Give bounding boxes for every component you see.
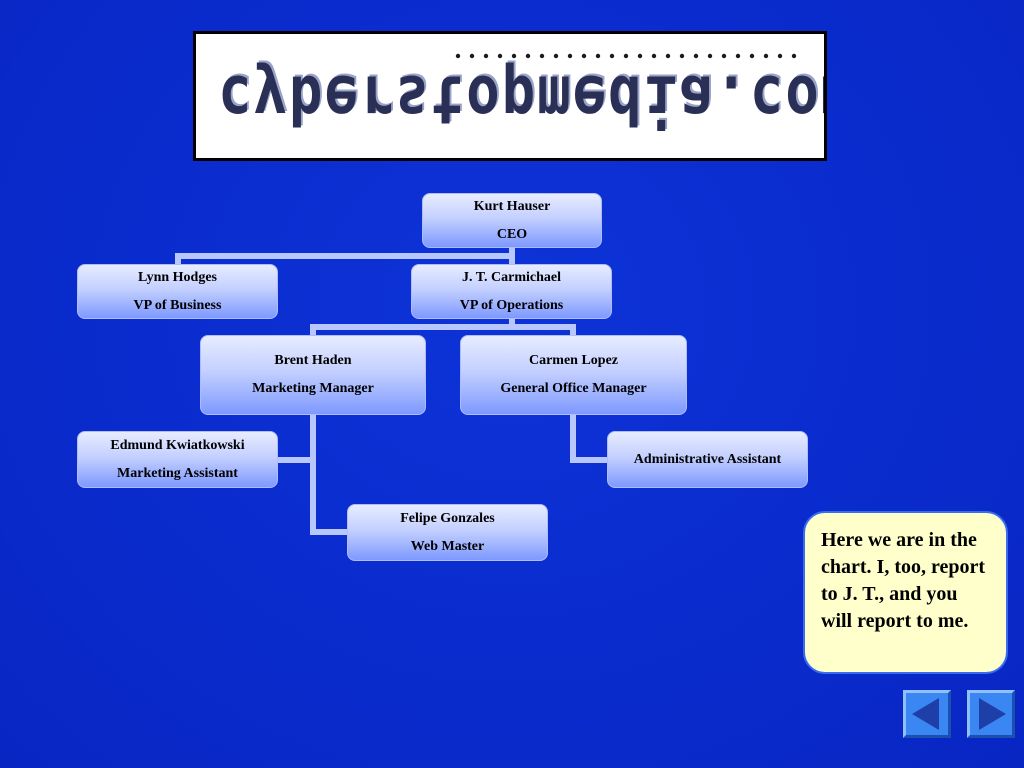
node-vp-operations-title: VP of Operations	[459, 297, 564, 313]
node-web-master-name: Felipe Gonzales	[400, 510, 495, 526]
node-marketing-manager-title: Marketing Manager	[252, 381, 374, 396]
node-vp-business-name: Lynn Hodges	[138, 269, 217, 285]
node-office-manager-name: Carmen Lopez	[528, 353, 619, 368]
next-slide-button[interactable]	[967, 690, 1015, 738]
node-vp-business: Lynn Hodges VP of Business	[77, 264, 278, 319]
node-marketing-assistant: Edmund Kwiatkowski Marketing Assistant	[77, 431, 278, 488]
logo-dots	[455, 53, 797, 59]
logo-banner: cyberstopmedia.com	[193, 31, 827, 161]
node-office-manager-title: General Office Manager	[500, 381, 647, 396]
node-admin-assistant: Administrative Assistant	[607, 431, 808, 488]
node-marketing-manager-name: Brent Haden	[274, 353, 352, 368]
node-marketing-assistant-name: Edmund Kwiatkowski	[110, 437, 245, 453]
node-vp-operations-name: J. T. Carmichael	[461, 269, 562, 285]
previous-slide-button[interactable]	[903, 690, 951, 738]
node-marketing-manager: Brent Haden Marketing Manager	[200, 335, 426, 415]
left-triangle-icon	[912, 698, 939, 730]
right-triangle-icon	[979, 698, 1006, 730]
node-web-master-title: Web Master	[410, 538, 485, 554]
node-office-manager: Carmen Lopez General Office Manager	[460, 335, 687, 415]
node-marketing-assistant-title: Marketing Assistant	[117, 465, 238, 481]
node-vp-business-title: VP of Business	[133, 297, 222, 313]
node-admin-assistant-title: Administrative Assistant	[633, 451, 782, 467]
node-ceo-title: CEO	[496, 226, 528, 242]
node-ceo: Kurt Hauser CEO	[422, 193, 602, 248]
node-vp-operations: J. T. Carmichael VP of Operations	[411, 264, 612, 319]
node-web-master: Felipe Gonzales Web Master	[347, 504, 548, 561]
narration-callout: Here we are in the chart. I, too, report…	[803, 511, 1008, 674]
node-ceo-name: Kurt Hauser	[473, 198, 551, 214]
